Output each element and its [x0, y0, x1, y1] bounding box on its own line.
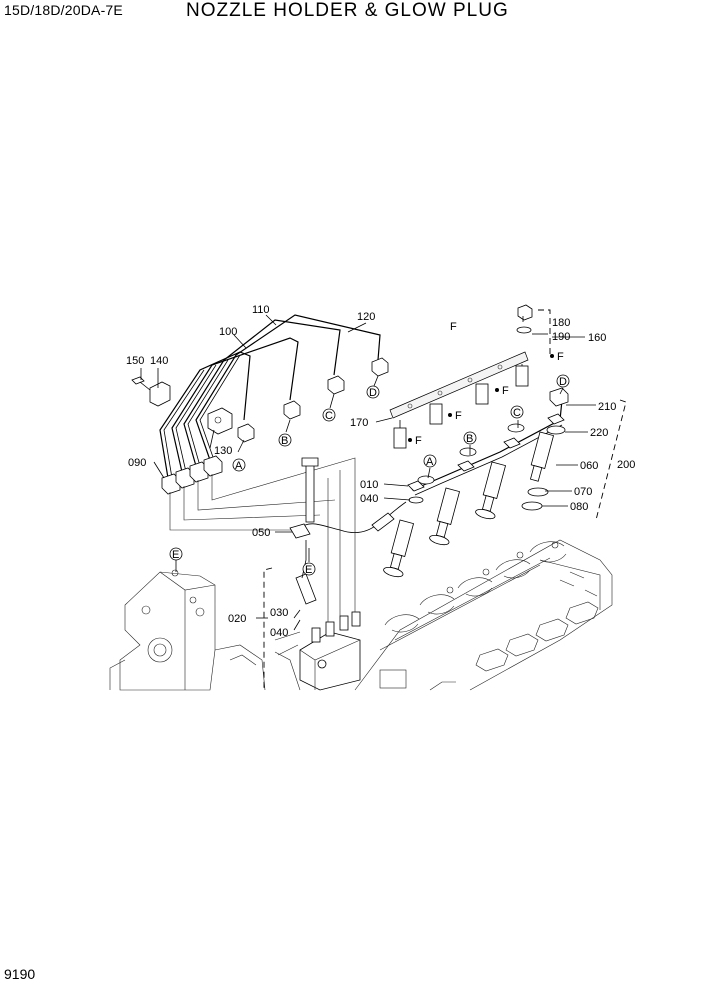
callout-040-upper: 040	[360, 493, 378, 505]
callout-070: 070	[574, 486, 592, 498]
gear-case	[109, 569, 301, 691]
page-title: NOZZLE HOLDER & GLOW PLUG	[186, 0, 509, 21]
callout-100: 100	[219, 326, 237, 338]
group-bracket-200	[595, 399, 627, 521]
ref-C-pipe: C	[325, 410, 333, 422]
ref-F-5: F	[450, 321, 457, 333]
model-code: 15D/18D/20DA-7E	[4, 2, 123, 18]
leader-lines	[140, 314, 596, 631]
callout-040-lower: 040	[270, 627, 288, 639]
ref-E-gear-case: E	[172, 549, 179, 561]
callout-220: 220	[590, 427, 608, 439]
ref-F-3: F	[502, 385, 509, 397]
ref-D-pipe: D	[369, 387, 377, 399]
callout-020: 020	[228, 613, 246, 625]
callout-180: 180	[552, 317, 570, 329]
ref-A-pipe: A	[235, 460, 243, 472]
callout-080: 080	[570, 501, 588, 513]
callout-150: 150	[126, 355, 144, 367]
ref-C-nozzle: C	[513, 407, 521, 419]
callout-090: 090	[128, 457, 146, 469]
callout-190: 190	[552, 331, 570, 343]
callout-200: 200	[617, 459, 635, 471]
injection-pump	[274, 611, 361, 691]
callout-210: 210	[598, 401, 616, 413]
callout-050: 050	[252, 527, 270, 539]
callout-130: 130	[214, 445, 232, 457]
ref-F-2: F	[455, 410, 462, 422]
ref-E-feed: E	[305, 564, 312, 576]
callout-010: 010	[360, 479, 378, 491]
glow-plugs	[389, 304, 533, 449]
ref-B-nozzle: B	[466, 433, 473, 445]
callout-160: 160	[588, 332, 606, 344]
engine-block	[354, 539, 613, 691]
ref-A-nozzle: A	[426, 456, 434, 468]
callout-120: 120	[357, 311, 375, 323]
callout-140: 140	[150, 355, 168, 367]
group-bracket-160	[538, 309, 551, 355]
ref-F-1: F	[415, 435, 422, 447]
ref-F-4: F	[557, 351, 564, 363]
leak-off-pipe	[289, 399, 565, 605]
group-bracket-020	[263, 567, 273, 690]
callout-060: 060	[580, 460, 598, 472]
part-callouts: 110 120 100 150 140 090 130 170 180 190 …	[126, 304, 635, 639]
callout-170: 170	[350, 417, 368, 429]
injection-pipes	[131, 314, 389, 622]
callout-030: 030	[270, 607, 288, 619]
connector-references: A B C D E A B C D E F F F F F	[169, 321, 570, 576]
nozzle-holders	[383, 387, 569, 578]
ref-B-pipe: B	[281, 435, 288, 447]
callout-110: 110	[252, 304, 270, 316]
ref-D-nozzle: D	[559, 376, 567, 388]
page-number: 9190	[4, 966, 36, 982]
